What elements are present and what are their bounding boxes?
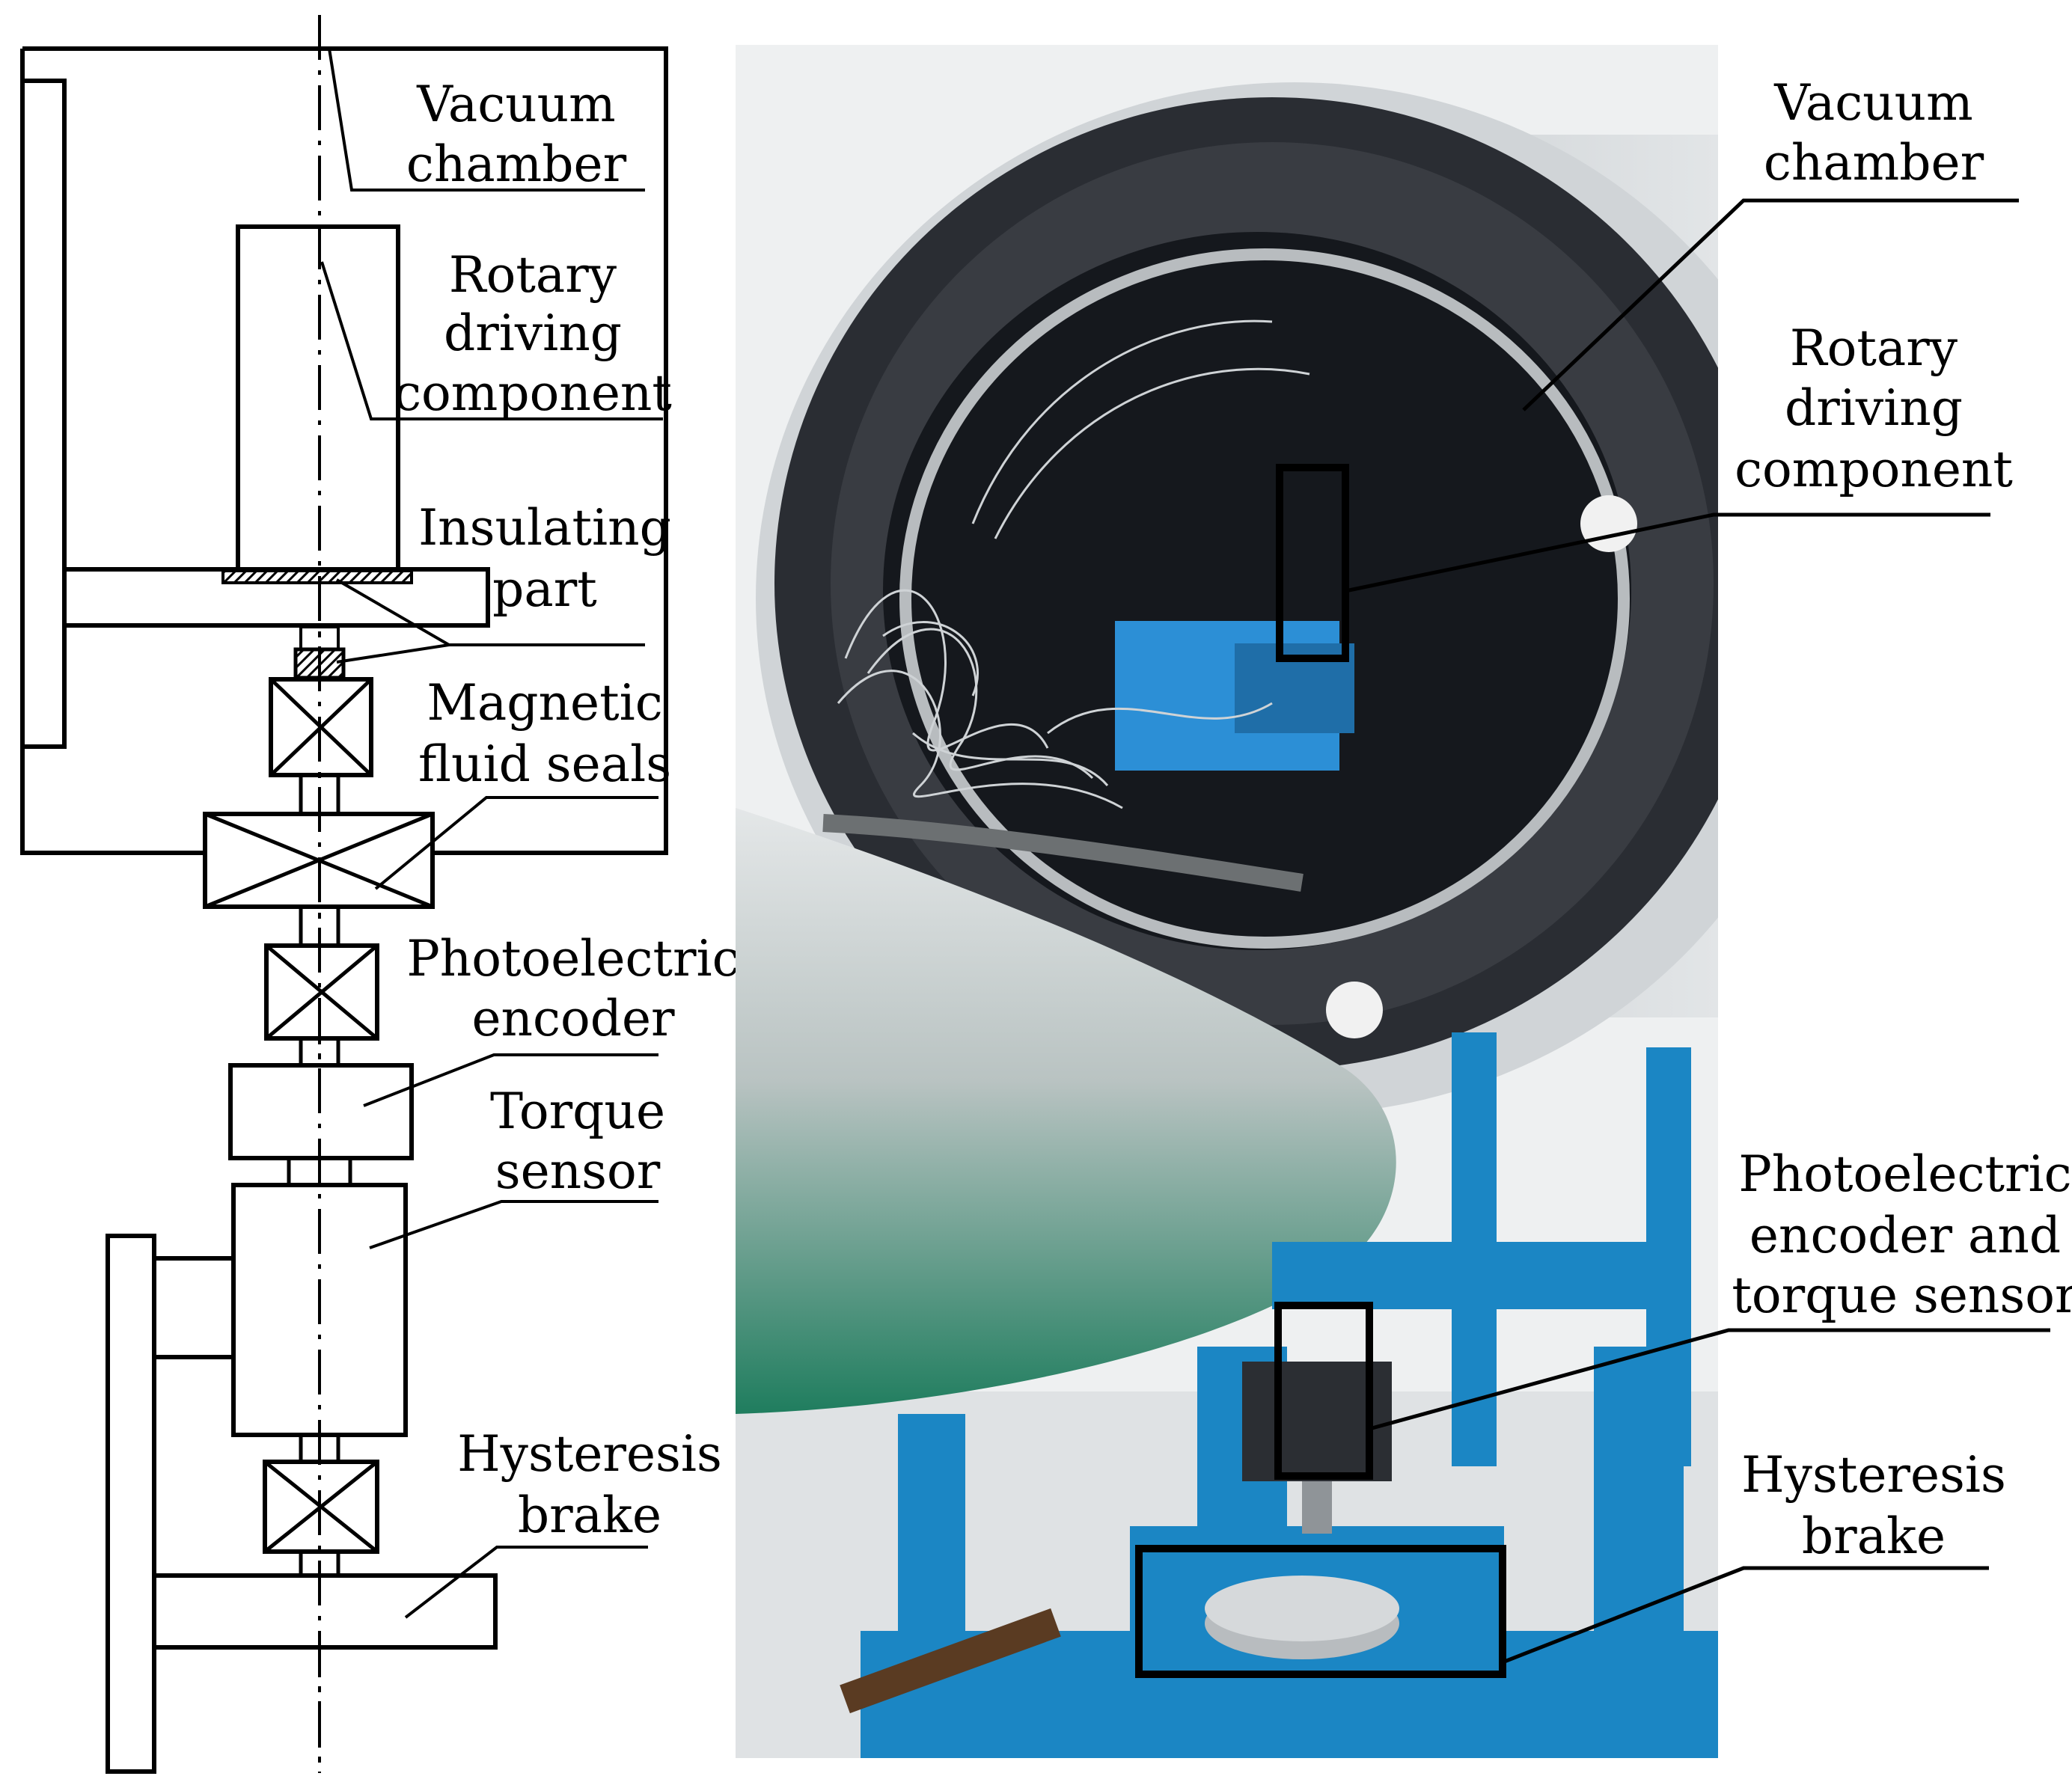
label-rotary-l1: Rotary [449,246,617,304]
schematic [20,15,668,1774]
wire-bundle [837,319,1310,809]
photo-label-encoder-l2: encoder and [1749,1207,2061,1264]
leader-insulating-2 [336,643,450,664]
photo-label-hysteresis-l1: Hysteresis [1741,1446,2006,1504]
base-column [106,1234,156,1774]
label-hysteresis-l1: Hysteresis [457,1425,722,1483]
photo-annotations [1135,198,2050,1678]
label-photoelectric-l2: encoder [471,990,675,1047]
label-vacuum-chamber-l1: Vacuum [416,76,616,133]
photo-label-vacuum-l1: Vacuum [1773,74,1973,132]
leader-photo-rotary [1345,512,1990,593]
photo-label-rotary-l1: Rotary [1790,319,1958,377]
hysteresis-brake [152,1573,498,1650]
label-insulating-l2: part [492,560,597,618]
label-hysteresis-l2: brake [518,1487,661,1544]
photo-labels: Vacuum chamber Rotary driving component … [1732,74,2072,1565]
label-torque-l2: sensor [495,1142,661,1200]
leader-photo-vacuum [1522,198,2019,411]
label-vacuum-chamber-l2: chamber [406,135,627,193]
highlight-rotary-driving [1276,464,1349,662]
leader-torque [369,1200,658,1249]
label-rotary-l2: driving [444,304,622,362]
photo [736,45,1718,1758]
side-bracket [152,1256,236,1359]
leader-photo-encoder [1369,1328,2050,1431]
photo-label-rotary-l3: component [1735,441,2013,498]
open-door [736,808,1396,1414]
inner-ring [899,248,1630,949]
coupling-upper [299,625,340,651]
highlight-hysteresis-brake [1135,1545,1506,1678]
photo-label-encoder-l1: Photoelectric [1738,1145,2071,1203]
leader-magnetic-seal [374,796,658,890]
leader-rotary-driving [320,261,663,420]
leader-photoelectric [363,1053,658,1107]
label-photoelectric-l1: Photoelectric [406,930,739,988]
label-magnetic-l1: Magnetic [427,674,662,732]
photo-label-encoder-l3: torque sensor [1732,1267,2072,1324]
schematic-labels: Vacuum chamber Rotary driving component … [394,76,740,1544]
label-magnetic-l2: fluid seals [418,735,671,793]
label-insulating-l1: Insulating [418,499,671,557]
label-rotary-l3: component [394,364,672,422]
insulating-part [221,569,413,584]
leader-vacuum-chamber [328,48,645,192]
leader-photo-hysteresis [1502,1566,1989,1665]
label-torque-l1: Torque [490,1083,665,1140]
leader-hysteresis [404,1546,648,1619]
chamber-wall-plate [20,79,67,749]
highlight-encoder-torque [1274,1302,1373,1480]
photo-label-vacuum-l2: chamber [1764,134,1984,192]
chamber-interior [883,232,1631,950]
photo-label-rotary-l2: driving [1785,379,1963,437]
photo-label-hysteresis-l2: brake [1802,1507,1946,1565]
